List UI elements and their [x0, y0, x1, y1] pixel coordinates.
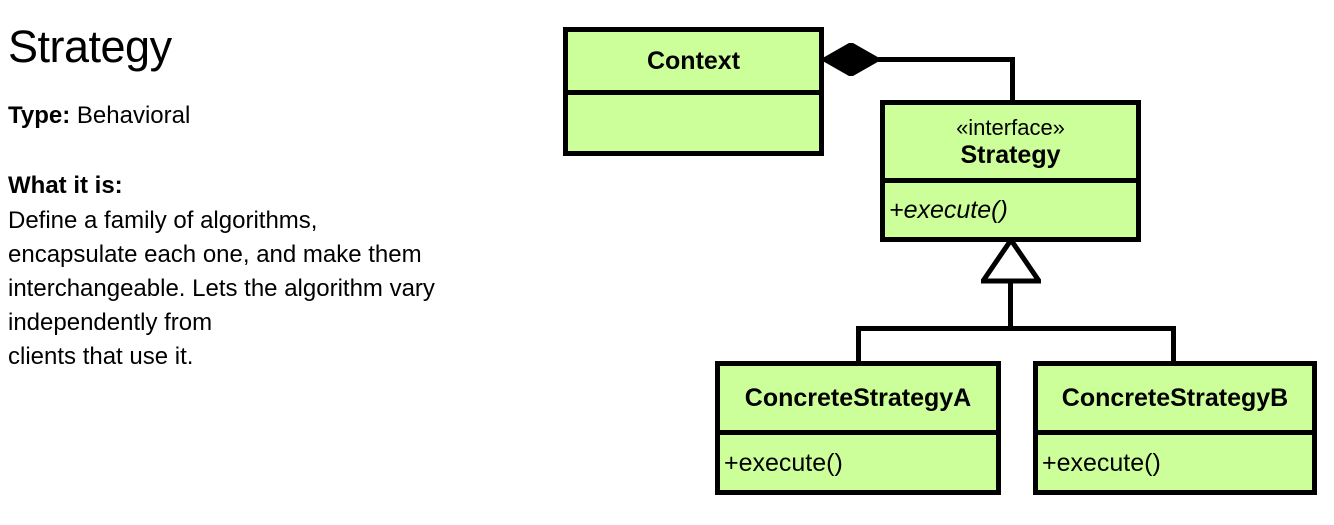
uml-class-concrete-strategy-a[interactable]: ConcreteStrategyA +execute()	[715, 361, 1001, 495]
class-header-context: Context	[568, 32, 819, 90]
composition-line-horizontal	[878, 57, 1015, 62]
class-name-context: Context	[646, 46, 741, 75]
description-line: Define a family of algorithms,	[8, 207, 318, 234]
description-line: encapsulate each one, and make them	[8, 241, 422, 268]
pattern-type-value: Behavioral	[76, 102, 191, 129]
page-title: Strategy	[8, 21, 172, 72]
class-name-strategy: Strategy	[960, 141, 1061, 169]
class-operations-concrete-strategy-b: +execute()	[1038, 430, 1312, 490]
operation-execute-concrete-strategy-b: +execute()	[1042, 448, 1161, 477]
generalization-line-horizontal	[856, 326, 1176, 331]
filled-diamond-icon	[822, 43, 880, 76]
what-it-is-description: Define a family of algorithms, encapsula…	[8, 204, 543, 374]
operation-execute-strategy: +execute()	[889, 196, 1008, 224]
pattern-type-label: Type:	[8, 102, 71, 129]
description-line: clients that use it.	[8, 343, 194, 370]
class-header-concrete-strategy-a: ConcreteStrategyA	[720, 366, 996, 430]
description-line: interchangeable. Lets the algorithm vary	[8, 275, 435, 302]
uml-class-concrete-strategy-b[interactable]: ConcreteStrategyB +execute()	[1033, 361, 1317, 495]
class-operations-strategy: +execute()	[885, 178, 1136, 237]
hollow-triangle-icon	[981, 238, 1041, 284]
class-header-strategy: «interface» Strategy	[885, 105, 1136, 178]
uml-class-context[interactable]: Context	[563, 27, 824, 156]
class-operations-context	[568, 90, 819, 151]
generalization-line-stem	[1008, 278, 1013, 331]
composition-line-vertical	[1010, 57, 1015, 103]
pattern-info-panel: Strategy Type: Behavioral What it is: De…	[0, 0, 550, 525]
operation-execute-concrete-strategy-a: +execute()	[724, 448, 843, 477]
description-line: independently from	[8, 309, 213, 336]
class-name-concrete-strategy-b: ConcreteStrategyB	[1061, 383, 1289, 412]
generalization-line-to-concrete-b	[1171, 326, 1176, 364]
uml-class-strategy[interactable]: «interface» Strategy +execute()	[880, 100, 1141, 242]
class-stereotype-strategy: «interface»	[956, 115, 1065, 140]
class-operations-concrete-strategy-a: +execute()	[720, 430, 996, 490]
what-it-is-heading: What it is:	[8, 172, 123, 199]
class-header-concrete-strategy-b: ConcreteStrategyB	[1038, 366, 1312, 430]
generalization-line-to-concrete-a	[856, 326, 861, 364]
class-name-concrete-strategy-a: ConcreteStrategyA	[744, 383, 972, 412]
pattern-type-line: Type: Behavioral	[8, 101, 190, 131]
